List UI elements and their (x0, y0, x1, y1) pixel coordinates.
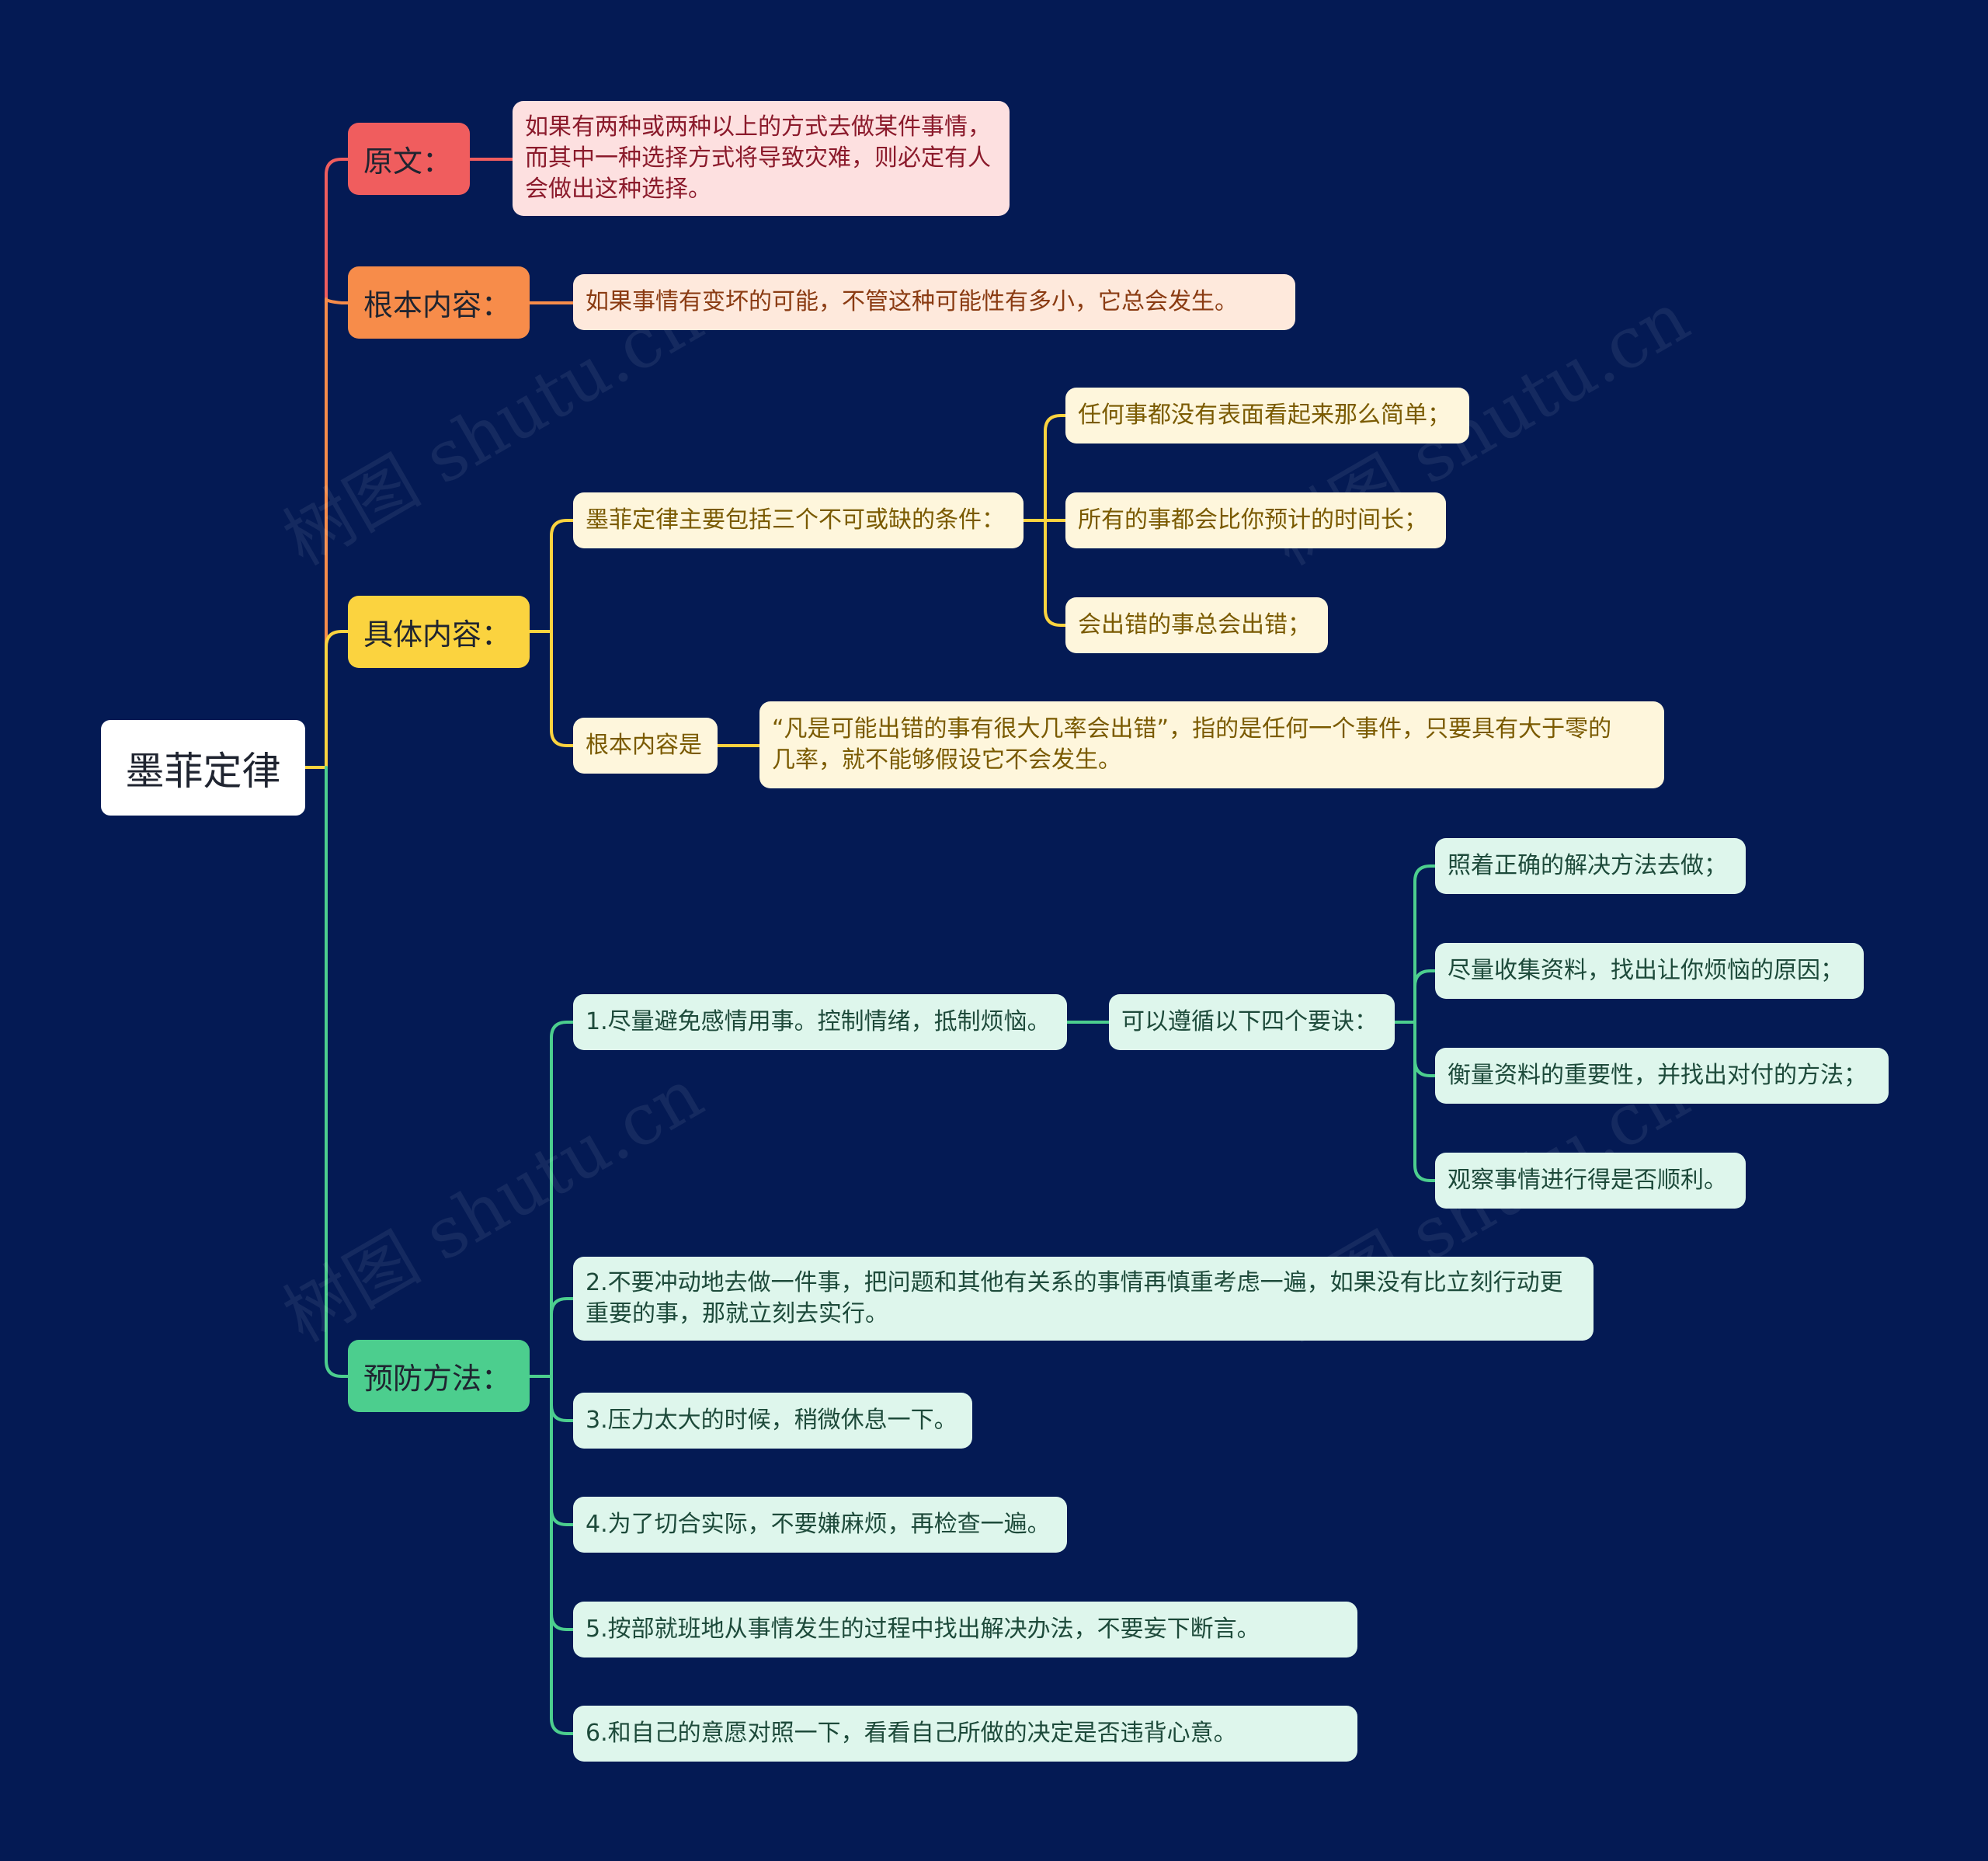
conditions-node[interactable]: 墨菲定律主要包括三个不可或缺的条件： (573, 492, 1024, 548)
condition-item[interactable]: 任何事都没有表面看起来那么简单； (1065, 388, 1469, 444)
condition-item[interactable]: 所有的事都会比你预计的时间长； (1065, 492, 1446, 548)
basic-text-node[interactable]: 如果事情有变坏的可能，不管这种可能性有多小，它总会发生。 (573, 274, 1295, 330)
prevention-item[interactable]: 4.为了切合实际，不要嫌麻烦，再检查一遍。 (573, 1497, 1067, 1553)
tip-item[interactable]: 尽量收集资料，找出让你烦恼的原因； (1435, 943, 1864, 999)
branch-basic[interactable]: 根本内容： (348, 266, 530, 339)
tip-item[interactable]: 照着正确的解决方法去做； (1435, 838, 1746, 894)
prevention-item[interactable]: 6.和自己的意愿对照一下，看看自己所做的决定是否违背心意。 (573, 1706, 1357, 1762)
root-node[interactable]: 墨菲定律 (101, 720, 305, 816)
tips-node[interactable]: 可以遵循以下四个要诀： (1109, 994, 1395, 1050)
condition-item[interactable]: 会出错的事总会出错； (1065, 597, 1328, 653)
prevention-item[interactable]: 5.按部就班地从事情发生的过程中找出解决办法，不要妄下断言。 (573, 1602, 1357, 1658)
tip-item[interactable]: 衡量资料的重要性，并找出对付的方法； (1435, 1048, 1889, 1104)
branch-original[interactable]: 原文： (348, 123, 470, 195)
essence-node[interactable]: 根本内容是 (573, 718, 718, 774)
prevention-item[interactable]: 1.尽量避免感情用事。控制情绪，抵制烦恼。 (573, 994, 1067, 1050)
essence-text-node[interactable]: “凡是可能出错的事有很大几率会出错”，指的是任何一个事件，只要具有大于零的 几率… (759, 701, 1664, 788)
branch-prevention[interactable]: 预防方法： (348, 1340, 530, 1412)
prevention-item[interactable]: 2.不要冲动地去做一件事，把问题和其他有关系的事情再慎重考虑一遍，如果没有比立刻… (573, 1257, 1594, 1341)
original-text-node[interactable]: 如果有两种或两种以上的方式去做某件事情， 而其中一种选择方式将导致灾难，则必定有… (513, 101, 1010, 216)
branch-specific[interactable]: 具体内容： (348, 596, 530, 668)
prevention-item[interactable]: 3.压力太大的时候，稍微休息一下。 (573, 1393, 972, 1449)
tip-item[interactable]: 观察事情进行得是否顺利。 (1435, 1153, 1746, 1209)
